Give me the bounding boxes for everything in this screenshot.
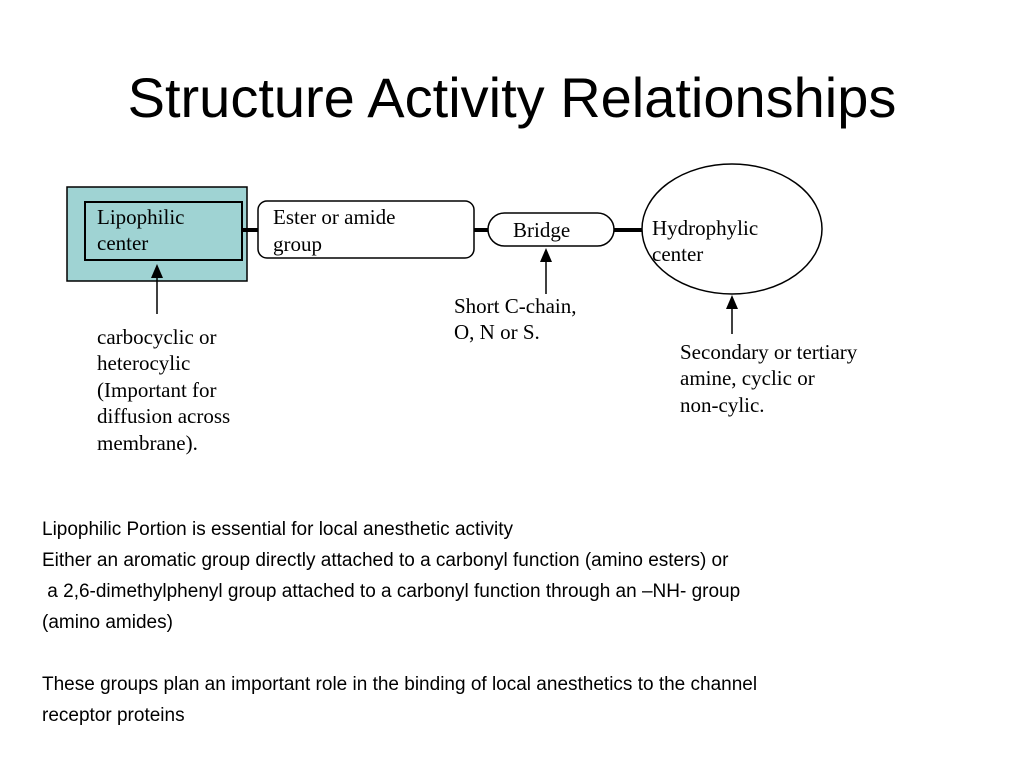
hydrophilic-label-line1: Hydrophylic <box>652 216 758 240</box>
lipophilic-note-line2: heterocylic <box>97 351 190 375</box>
hydrophilic-label-line2: center <box>652 242 703 266</box>
ester-label-line2: group <box>273 232 322 256</box>
arrow-to-hydrophilic <box>726 295 738 334</box>
slide-title: Structure Activity Relationships <box>127 66 897 129</box>
hydrophilic-note-line2: amine, cyclic or <box>680 366 815 390</box>
note-line-1: Lipophilic Portion is essential for loca… <box>42 519 514 540</box>
lipophilic-center-node: Lipophilic center <box>66 186 248 282</box>
ester-label-line1: Ester or amide <box>273 205 395 229</box>
note-line-4: (amino amides) <box>42 612 173 633</box>
arrow-to-bridge <box>540 248 552 294</box>
bridge-annotation: Short C-chain, O, N or S. <box>454 294 576 344</box>
lipophilic-note-line1: carbocyclic or <box>97 325 217 349</box>
hydrophilic-annotation: Secondary or tertiary amine, cyclic or n… <box>680 340 858 417</box>
lipophilic-label-line1: Lipophilic <box>97 205 185 229</box>
arrow-head-hydrophilic <box>726 295 738 309</box>
note-line-3: a 2,6-dimethylphenyl group attached to a… <box>42 581 741 602</box>
lipophilic-note-line4: diffusion across <box>97 404 230 428</box>
bridge-node: Bridge <box>487 212 615 247</box>
arrow-to-lipophilic <box>151 264 163 314</box>
bridge-note-line1: Short C-chain, <box>454 294 576 318</box>
lipophilic-label-line2: center <box>97 231 148 255</box>
hydrophilic-center-node: Hydrophylic center <box>641 163 823 295</box>
bridge-label: Bridge <box>513 218 570 242</box>
hydrophilic-circle <box>641 163 823 295</box>
hydrophilic-note-line1: Secondary or tertiary <box>680 340 858 364</box>
note-line-5: These groups plan an important role in t… <box>42 674 758 695</box>
arrow-head-lipophilic <box>151 264 163 278</box>
arrow-head-bridge <box>540 248 552 262</box>
body-notes: Lipophilic Portion is essential for loca… <box>42 514 1017 731</box>
note-line-2: Either an aromatic group directly attach… <box>42 550 729 571</box>
ester-amide-node: Ester or amide group <box>257 200 475 259</box>
bridge-note-line2: O, N or S. <box>454 320 540 344</box>
note-paragraph-gap <box>42 638 1017 669</box>
lipophilic-annotation: carbocyclic or heterocylic (Important fo… <box>97 325 230 455</box>
note-line-6: receptor proteins <box>42 705 185 726</box>
lipophilic-note-line3: (Important for <box>97 378 217 402</box>
lipophilic-note-line5: membrane). <box>97 431 198 455</box>
hydrophilic-note-line3: non-cylic. <box>680 393 765 417</box>
